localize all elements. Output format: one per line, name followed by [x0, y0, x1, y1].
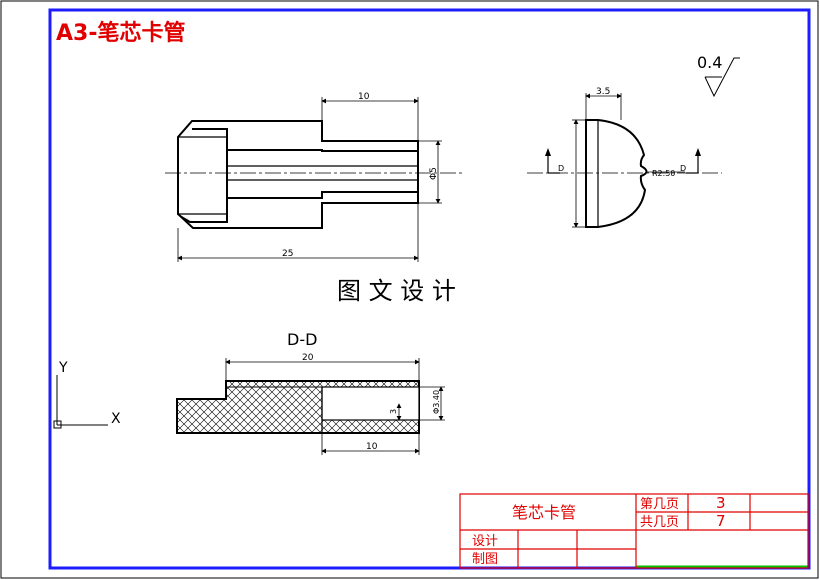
front-dim-right: Φ5: [429, 167, 439, 180]
side-section-mark-right: D: [680, 164, 686, 173]
ucs-y-label: Y: [58, 360, 68, 376]
title-block-sheet-value: 3: [716, 494, 726, 512]
section-dim-inner: 3: [389, 409, 398, 414]
roughness-value: 0.4: [697, 53, 722, 72]
side-dim-right: R2.50: [652, 169, 675, 178]
ucs-x-label: X: [111, 411, 121, 427]
title-block-part-name: 笔芯卡管: [512, 503, 576, 522]
section-dim-bottom: 10: [366, 442, 378, 452]
section-label: D-D: [287, 330, 317, 349]
section-arrow-right: [695, 148, 701, 156]
side-view: [585, 119, 648, 228]
section-dimensions: [225, 358, 445, 455]
title-block-design-label: 设计: [472, 534, 498, 549]
sheet-inner-border: [48, 8, 811, 570]
section-view: [176, 380, 420, 434]
front-view: [177, 120, 419, 229]
title-block-total-label: 共几页: [640, 515, 679, 530]
title-block: [459, 493, 809, 569]
front-view-dimensions: [177, 97, 442, 262]
side-dim-top: 3.5: [596, 87, 610, 97]
surface-roughness-symbol: [704, 57, 740, 98]
ucs-axis-icon: [53, 375, 108, 429]
side-view-dimensions: [547, 93, 699, 228]
side-section-mark-left: D: [558, 164, 564, 173]
drawing-title: A3-笔芯卡管: [56, 20, 185, 46]
title-block-sheet-label: 第几页: [640, 497, 679, 512]
section-dim-top: 20: [302, 353, 314, 363]
title-block-total-value: 7: [716, 512, 726, 530]
section-dim-right: Φ3.40: [432, 390, 441, 414]
title-block-drawn-label: 制图: [472, 552, 498, 567]
front-dim-top: 10: [358, 92, 370, 102]
center-caption: 图 文 设 计: [337, 277, 456, 305]
front-dim-bottom: 25: [282, 249, 293, 259]
section-arrow-left: [545, 148, 551, 156]
